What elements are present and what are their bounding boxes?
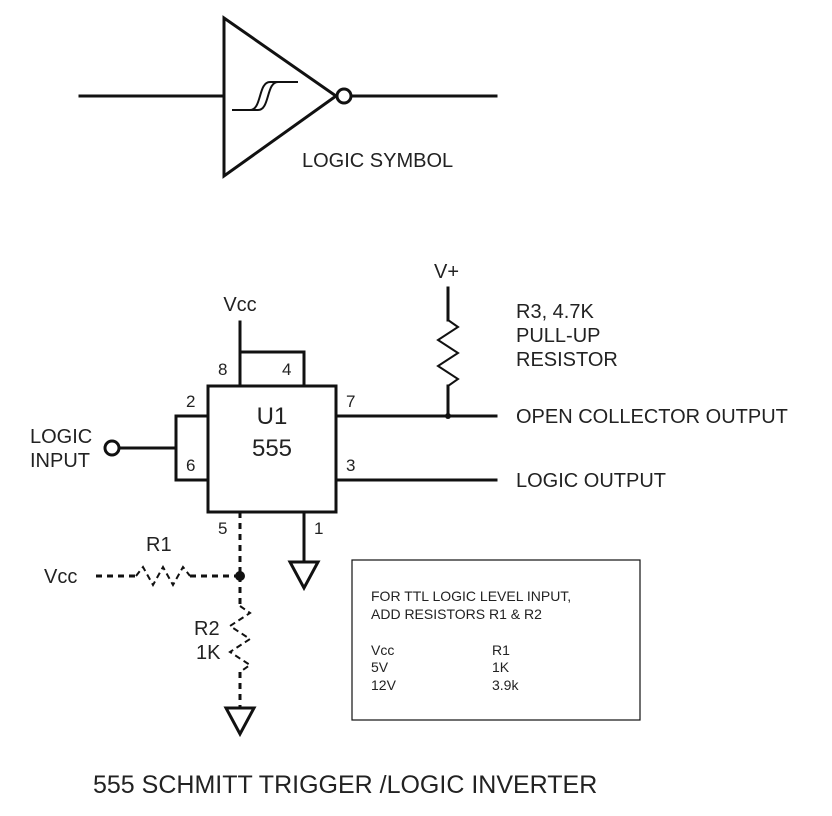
r2-label: R2 [194, 618, 220, 640]
vcc-top-label: Vcc [223, 294, 256, 316]
ground-pin1: 1 [287, 510, 323, 592]
note-line-2: ADD RESISTORS R1 & R2 [371, 606, 542, 622]
r3-label-2: PULL-UP [516, 325, 600, 347]
ttl-note-box: FOR TTL LOGIC LEVEL INPUT, ADD RESISTORS… [351, 559, 641, 721]
vcc-top-net: Vcc 8 4 [218, 294, 306, 388]
pin-3-label: 3 [346, 456, 355, 475]
vplus-label: V+ [434, 261, 459, 283]
pin-1-label: 1 [314, 519, 323, 538]
note-header-r1: R1 [492, 642, 510, 658]
ground-icon-pin1 [287, 560, 321, 592]
vcc-left-label: Vcc [44, 566, 77, 588]
chip-u1: U1 555 [206, 384, 338, 514]
logic-input-label-2: INPUT [30, 450, 90, 472]
chip-part: 555 [252, 435, 292, 462]
r1-resistor-icon [135, 564, 191, 588]
note-row-1-r1: 1K [492, 659, 510, 675]
chip-ref: U1 [257, 403, 288, 430]
inverter-bubble [335, 87, 353, 105]
pin-2-label: 2 [186, 392, 195, 411]
logic-output-label: LOGIC OUTPUT [516, 470, 666, 492]
input-net: LOGIC INPUT 2 6 [30, 392, 210, 482]
input-terminal-icon [103, 439, 121, 457]
note-header-vcc: Vcc [371, 642, 394, 658]
r2-value: 1K [196, 642, 221, 664]
diagram-title: 555 SCHMITT TRIGGER /LOGIC INVERTER [93, 771, 597, 799]
pin-6-label: 6 [186, 456, 195, 475]
chip-body [206, 384, 338, 514]
note-row-2-vcc: 12V [371, 677, 397, 693]
pin2-pin6-tie [174, 414, 210, 482]
note-row-1-vcc: 5V [371, 659, 389, 675]
pin-8-label: 8 [218, 360, 227, 379]
inverter-triangle [222, 15, 339, 179]
open-collector-net: V+ 7 R3, 4.7K PULL-UP RESISTOR OPEN COLL… [334, 261, 788, 428]
r3-resistor-icon [436, 319, 460, 387]
note-line-1: FOR TTL LOGIC LEVEL INPUT, [371, 588, 571, 604]
open-collector-label: OPEN COLLECTOR OUTPUT [516, 406, 788, 428]
logic-output-net: 3 LOGIC OUTPUT [334, 456, 666, 492]
ground-icon-r2 [223, 706, 257, 738]
logic-symbol-caption: LOGIC SYMBOL [302, 150, 453, 172]
r1-label: R1 [146, 534, 172, 556]
hysteresis-icon [232, 81, 298, 111]
note-border [351, 559, 641, 721]
note-row-2-r1: 3.9k [492, 677, 519, 693]
r2-resistor-icon [228, 605, 252, 673]
logic-symbol: LOGIC SYMBOL [78, 15, 498, 179]
pin4-wire [238, 350, 306, 388]
pin-5-label: 5 [218, 519, 227, 538]
r3-label-3: RESISTOR [516, 349, 618, 371]
logic-input-label-1: LOGIC [30, 426, 92, 448]
pin5-net: 5 Vcc R1 R2 1K [44, 512, 257, 738]
pin-7-label: 7 [346, 392, 355, 411]
r3-label-1: R3, 4.7K [516, 301, 594, 323]
junction-dot-r3 [445, 413, 451, 419]
pin-4-label: 4 [282, 360, 291, 379]
